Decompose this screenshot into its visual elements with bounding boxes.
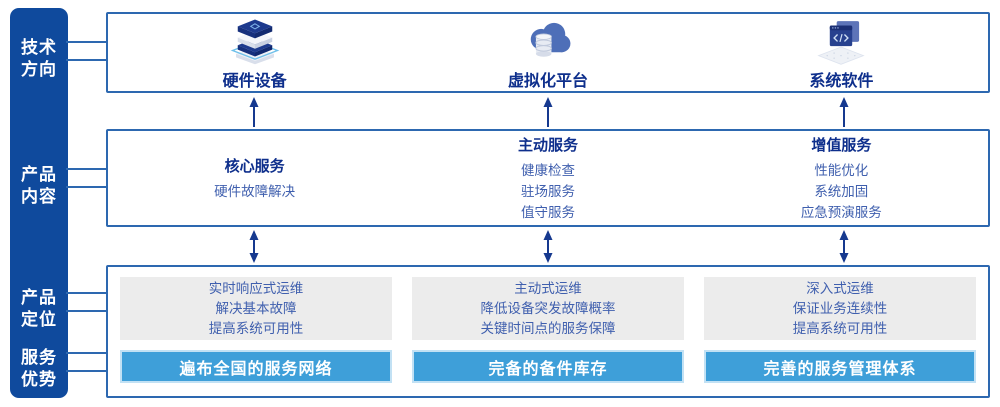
sidebar-label-line: 方向 — [21, 60, 57, 79]
service-group-title: 增值服务 — [811, 136, 872, 154]
service-item: 系统加固 — [814, 183, 869, 199]
service-group-title: 核心服务 — [224, 157, 285, 175]
sidebar-label-tech-direction: 技术 方向 — [10, 37, 68, 81]
bottom-column-proactive: 主动式运维 降低设备突发故障概率 关键时间点的服务保障 完备的备件库存 — [412, 277, 684, 383]
server-stack-icon — [230, 19, 279, 65]
positioning-line: 提高系统可用性 — [208, 320, 304, 336]
sidebar-label-line: 定位 — [21, 310, 57, 329]
tech-item-system-software: 系统软件 — [695, 14, 988, 91]
service-advantage-bar: 完备的备件库存 — [412, 350, 684, 383]
tech-item-label: 虚拟化平台 — [507, 73, 588, 90]
tech-direction-box: 硬件设备 虚拟化平台 — [106, 12, 990, 93]
double-arrow — [839, 230, 849, 263]
service-item: 应急预演服务 — [800, 204, 882, 220]
positioning-line: 关键时间点的服务保障 — [480, 320, 616, 336]
service-advantage-bar: 完善的服务管理体系 — [704, 350, 976, 383]
sidebar-label-service-advantage: 服务 优势 — [10, 347, 68, 391]
service-item: 硬件故障解决 — [214, 183, 296, 199]
up-arrow — [543, 97, 553, 127]
service-item: 健康检查 — [520, 162, 575, 178]
connector-line — [66, 41, 108, 43]
product-positioning-card: 实时响应式运维 解决基本故障 提高系统可用性 — [120, 277, 392, 341]
service-group-proactive: 主动服务 健康检查 驻场服务 值守服务 — [401, 131, 694, 225]
product-positioning-card: 主动式运维 降低设备突发故障概率 关键时间点的服务保障 — [412, 277, 684, 341]
service-group-core: 核心服务 硬件故障解决 — [108, 131, 401, 225]
positioning-line: 解决基本故障 — [215, 300, 297, 316]
sidebar-label-product-positioning: 产品 定位 — [10, 287, 68, 331]
sidebar-label-line: 技术 — [21, 38, 57, 57]
positioning-line: 提高系统可用性 — [792, 320, 888, 336]
positioning-line: 降低设备突发故障概率 — [480, 300, 616, 316]
service-item: 值守服务 — [520, 204, 575, 220]
cloud-database-icon — [530, 22, 571, 57]
tech-item-label: 系统软件 — [809, 73, 874, 90]
tech-item-label: 硬件设备 — [222, 73, 287, 90]
service-advantage-bar: 遍布全国的服务网络 — [120, 350, 392, 383]
service-group-value-added: 增值服务 性能优化 系统加固 应急预演服务 — [695, 131, 988, 225]
connector-line — [66, 352, 108, 354]
tech-item-hardware: 硬件设备 — [108, 14, 401, 91]
service-item: 性能优化 — [814, 162, 869, 178]
connector-line — [66, 186, 108, 188]
positioning-line: 实时响应式运维 — [208, 280, 304, 296]
sidebar: 技术 方向 产品 内容 产品 定位 服务 优势 — [10, 8, 68, 398]
positioning-line: 主动式运维 — [514, 280, 582, 296]
product-positioning-card: 深入式运维 保证业务连续性 提高系统可用性 — [704, 277, 976, 341]
positioning-line: 保证业务连续性 — [792, 300, 888, 316]
sidebar-label-line: 产品 — [21, 288, 57, 307]
up-arrow — [249, 97, 259, 127]
connector-line — [66, 310, 108, 312]
double-arrow — [543, 230, 553, 263]
connector-line — [66, 370, 108, 372]
double-arrow — [249, 230, 259, 263]
up-arrow — [839, 97, 849, 127]
sidebar-label-line: 内容 — [21, 187, 57, 206]
sidebar-label-line: 优势 — [21, 370, 57, 389]
connector-line — [66, 168, 108, 170]
connector-line — [66, 292, 108, 294]
sidebar-label-line: 服务 — [21, 348, 57, 367]
product-content-box: 核心服务 硬件故障解决 主动服务 健康检查 驻场服务 值守服务 增值服务 性能优… — [106, 129, 990, 227]
connector-line — [66, 59, 108, 61]
tech-item-virtualization: 虚拟化平台 — [401, 14, 694, 91]
service-group-title: 主动服务 — [517, 136, 578, 154]
sidebar-label-line: 产品 — [21, 165, 57, 184]
bottom-column-realtime: 实时响应式运维 解决基本故障 提高系统可用性 遍布全国的服务网络 — [120, 277, 392, 383]
service-item: 驻场服务 — [520, 183, 575, 199]
code-window-icon — [817, 21, 865, 65]
bottom-column-deep: 深入式运维 保证业务连续性 提高系统可用性 完善的服务管理体系 — [704, 277, 976, 383]
positioning-line: 深入式运维 — [806, 280, 874, 296]
sidebar-label-product-content: 产品 内容 — [10, 164, 68, 208]
positioning-advantage-box: 实时响应式运维 解决基本故障 提高系统可用性 遍布全国的服务网络 主动式运维 降… — [106, 265, 990, 398]
